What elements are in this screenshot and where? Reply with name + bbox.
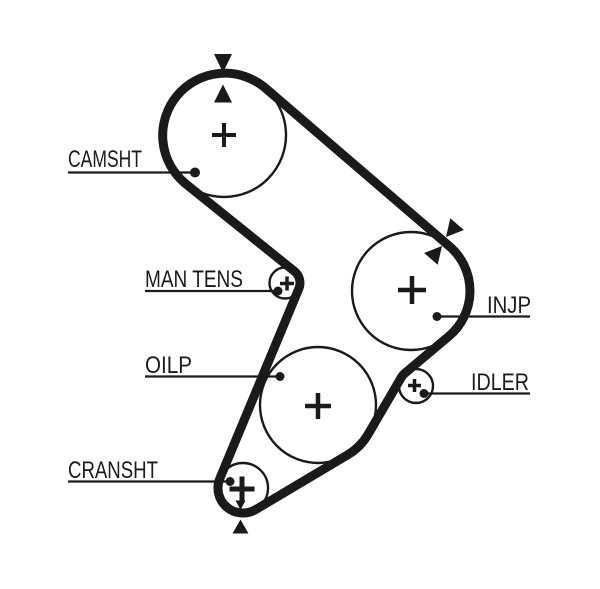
oilp-label: OILP (145, 352, 192, 379)
pulley-center-crosses (212, 123, 426, 502)
oilp-center-cross (305, 393, 331, 419)
tension-arrow-bottom-inner-icon (235, 500, 246, 510)
idler-leader-dot (419, 389, 429, 398)
injp-leader-dot (432, 312, 442, 321)
idler-center-cross (408, 379, 421, 392)
tension-arrow-diagonal-inner-icon (424, 246, 442, 265)
man-tens-center-cross (280, 276, 294, 291)
oilp-leader-dot (275, 372, 285, 381)
labels: CAMSHT MAN TENS OILP CRANSHT INJP IDLER (68, 146, 531, 484)
tension-arrow-top-inner-icon (214, 84, 232, 103)
tension-arrow-top-outer-icon (214, 54, 232, 73)
idler-label: IDLER (471, 369, 529, 396)
injp-label: INJP (487, 292, 531, 319)
camsht-center-cross (212, 123, 236, 147)
man-tens-leader-dot (273, 286, 283, 296)
tension-arrow-diagonal-outer-icon (446, 218, 464, 237)
camsht-label: CAMSHT (68, 146, 142, 173)
pulleys (160, 71, 472, 515)
man-tens-label: MAN TENS (145, 266, 243, 293)
camsht-leader-dot (190, 167, 200, 178)
tension-markers (214, 54, 464, 534)
timing-belt (158, 68, 475, 518)
label-leaders (68, 167, 530, 486)
cransht-leader-dot (225, 477, 235, 486)
cransht-label: CRANSHT (68, 457, 158, 484)
injp-center-cross (398, 276, 426, 304)
cransht-center-cross (229, 476, 255, 502)
tension-arrow-bottom-outer-icon (232, 519, 249, 534)
